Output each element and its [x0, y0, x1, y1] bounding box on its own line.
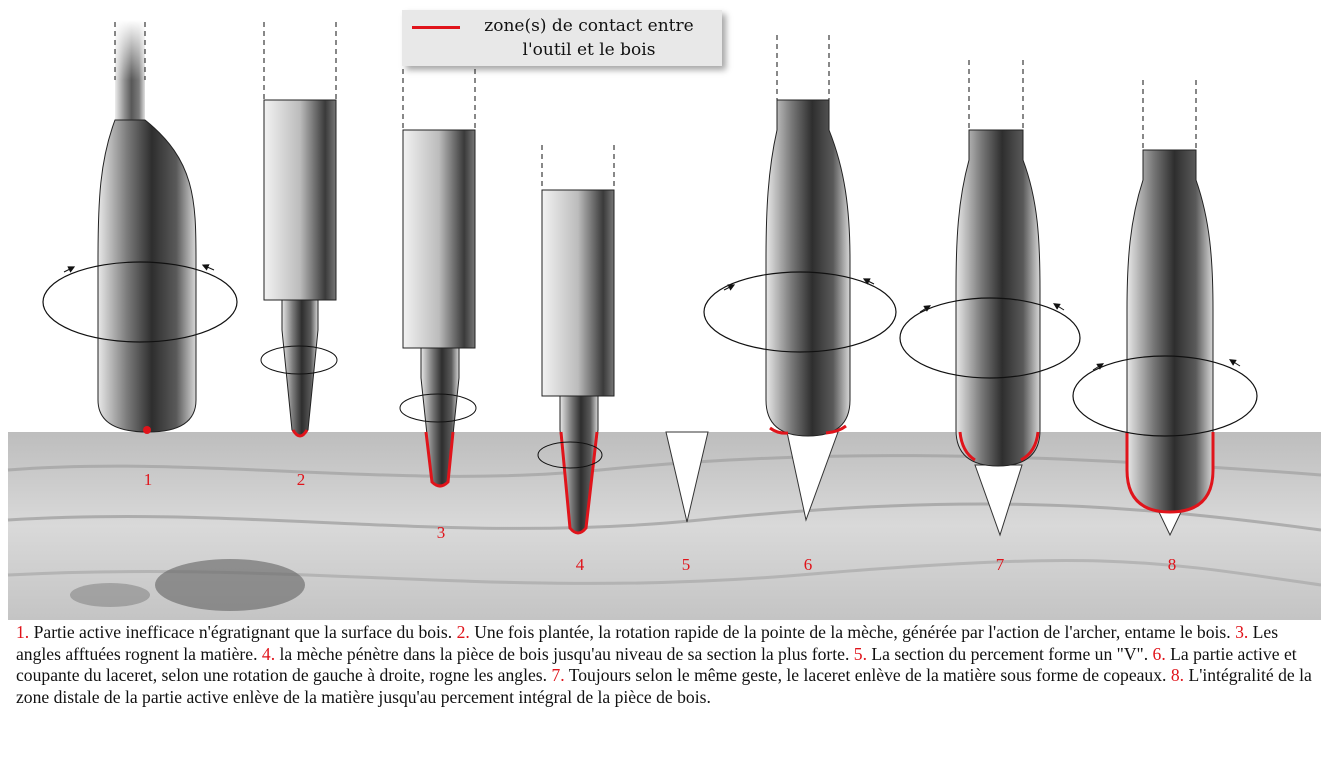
caption-num-8: 8 [1171, 665, 1180, 685]
caption-text-7: Toujours selon le même geste, le laceret… [569, 665, 1167, 685]
tool-3 [400, 60, 476, 486]
legend-contact-line [412, 26, 460, 29]
caption-num-3: 3 [1235, 622, 1244, 642]
step-label-6: 6 [804, 555, 813, 574]
caption-num-5: 5 [854, 644, 863, 664]
tool-6 [704, 35, 896, 436]
step-label-5: 5 [682, 555, 691, 574]
caption-num-6: 6 [1153, 644, 1162, 664]
tool-1 [43, 20, 237, 434]
caption-text-5: La section du percement forme un "V". [871, 644, 1148, 664]
wood-block [8, 432, 1321, 620]
step-label-4: 4 [576, 555, 585, 574]
step-label-7: 7 [996, 555, 1005, 574]
legend: zone(s) de contact entre l'outil et le b… [402, 10, 722, 66]
caption-num-7: 7 [551, 665, 560, 685]
caption-num-1: 1 [16, 622, 25, 642]
tool-7 [900, 60, 1080, 466]
figure-caption: 1. Partie active inefficace n'égratignan… [16, 622, 1316, 708]
step-label-8: 8 [1168, 555, 1177, 574]
legend-label: zone(s) de contact entre l'outil et le b… [464, 14, 714, 62]
step-label-2: 2 [297, 470, 306, 489]
step-label-3: 3 [437, 523, 446, 542]
caption-num-4: 4 [262, 644, 271, 664]
tool-2 [261, 22, 337, 436]
caption-text-2: Une fois plantée, la rotation rapide de … [474, 622, 1230, 642]
drilling-diagram: 1 2 3 4 5 6 7 8 [0, 0, 1321, 620]
caption-text-1: Partie active inefficace n'égratignant q… [34, 622, 453, 642]
caption-text-4: la mèche pénètre dans la pièce de bois j… [280, 644, 850, 664]
step-label-1: 1 [144, 470, 153, 489]
